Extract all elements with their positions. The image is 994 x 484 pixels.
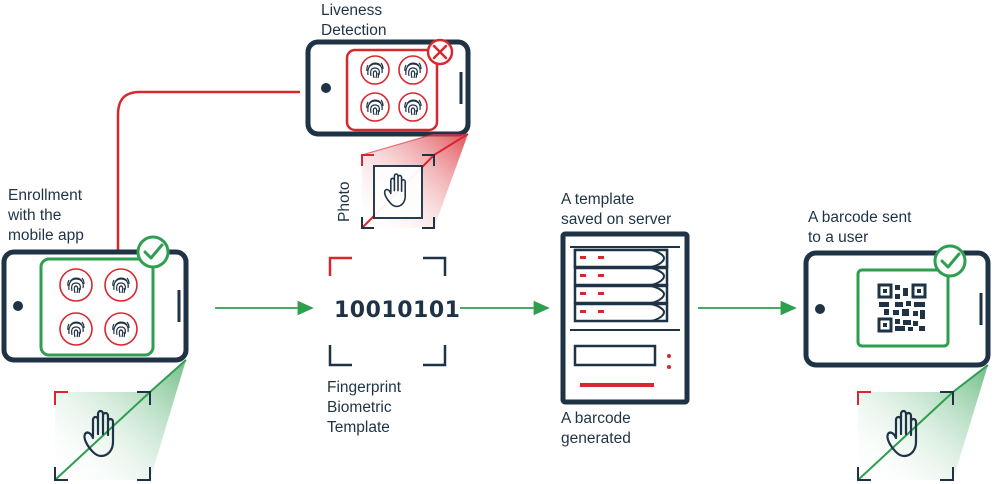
binary-template-value: 10010101 [334,298,461,323]
photo-label: Photo [336,181,353,222]
template-frame [328,256,447,367]
fingerprint-template-label: Fingerprint Biometric Template [327,379,402,436]
liveness-connector [116,90,300,258]
enrollment-label: Enrollment with the mobile app [8,187,84,244]
barcode-phone-icon [803,250,991,368]
liveness-label: Liveness Detection [321,2,387,39]
liveness-phone-icon [305,39,471,137]
barcode-generated-label: A barcode generated [561,410,631,447]
photo-capture-icon [361,133,469,229]
hand-capture-icon [54,359,187,481]
check-badge-icon [136,235,170,269]
server-rack-icon [560,231,690,405]
check-badge-icon [933,244,967,278]
hand-capture-icon [857,364,989,481]
qr-code-icon [877,283,927,333]
enrollment-phone-icon [1,249,189,363]
reject-badge-icon [426,38,454,66]
template-saved-label: A template saved on server [561,191,672,228]
barcode-sent-label: A barcode sent to a user [808,209,912,246]
